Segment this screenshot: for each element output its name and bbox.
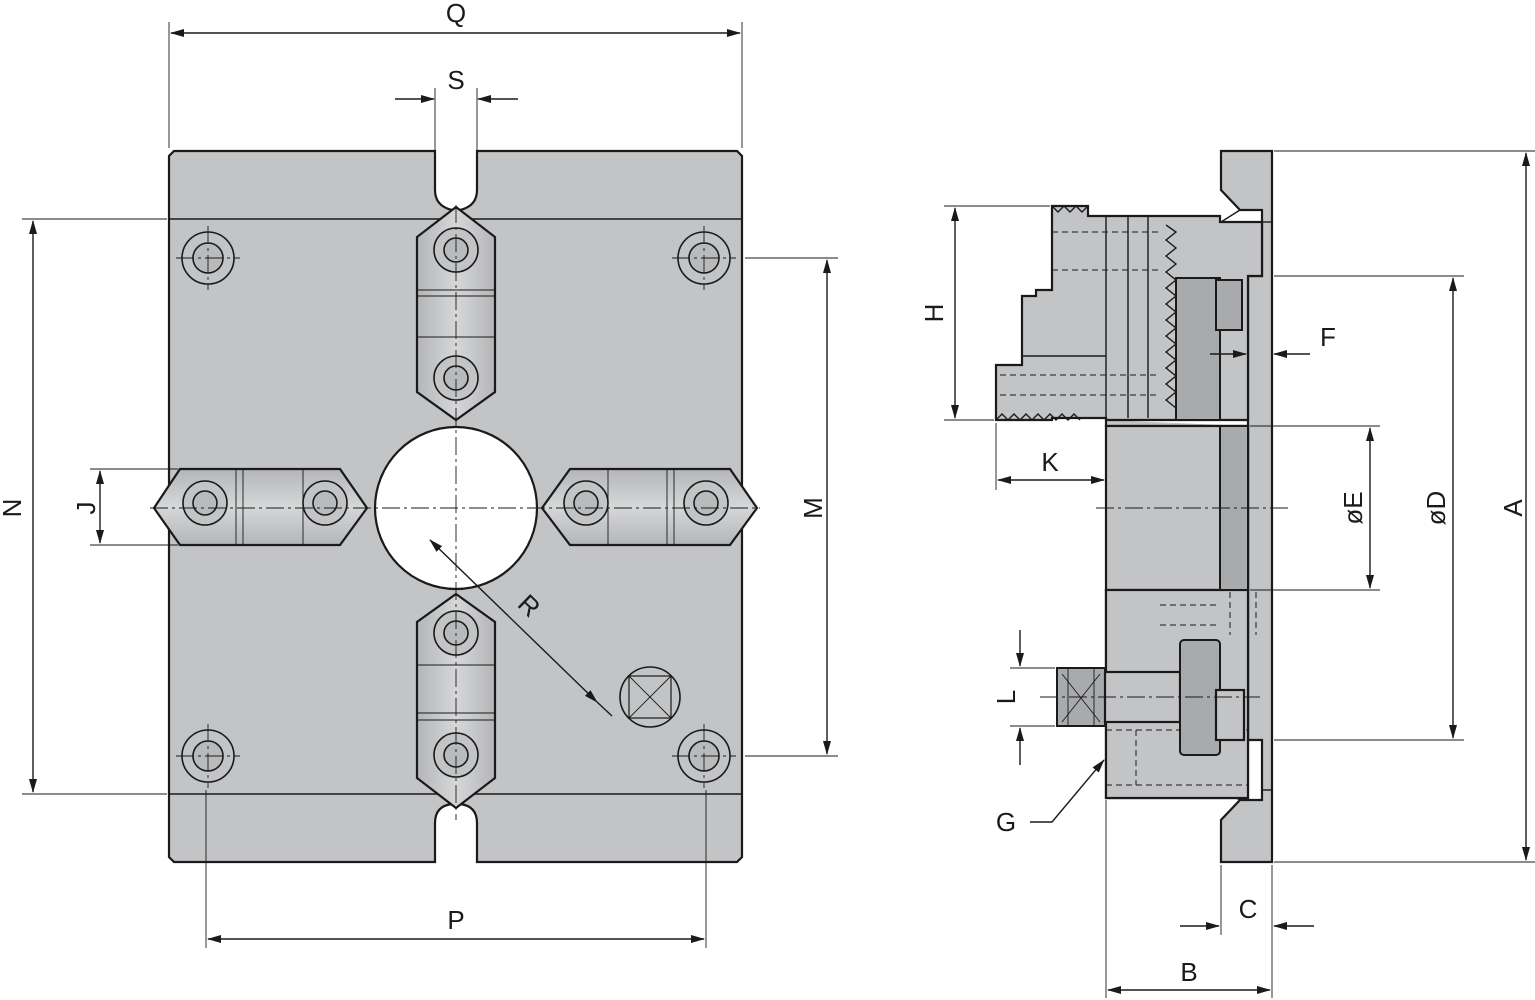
label-f: F — [1320, 322, 1336, 352]
label-m: M — [798, 497, 828, 519]
label-a: A — [1498, 499, 1528, 517]
label-h: H — [919, 304, 949, 323]
label-d: øD — [1421, 491, 1451, 526]
label-e: øE — [1338, 491, 1368, 524]
label-l: L — [991, 690, 1021, 704]
label-b: B — [1180, 957, 1197, 987]
label-p: P — [447, 905, 464, 935]
label-c: C — [1239, 894, 1258, 924]
corner-bolt-holes — [176, 226, 736, 788]
label-j: J — [71, 502, 101, 515]
mounting-flange — [1219, 149, 1274, 864]
side-key-screw — [1056, 639, 1246, 756]
label-s: S — [447, 65, 464, 95]
label-n: N — [0, 499, 27, 518]
label-k: K — [1041, 447, 1059, 477]
label-q: Q — [446, 0, 466, 28]
side-view — [944, 149, 1535, 998]
front-view — [22, 22, 838, 948]
label-g: G — [996, 807, 1016, 837]
chuck-key-socket — [619, 666, 681, 728]
jaw-right — [540, 467, 759, 547]
jaw-left — [152, 467, 369, 547]
